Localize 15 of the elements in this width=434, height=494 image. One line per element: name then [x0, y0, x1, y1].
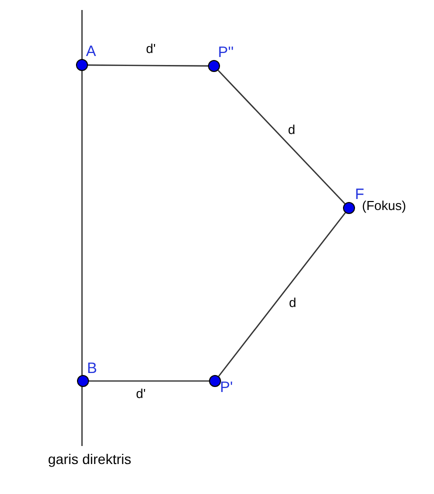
line-segment	[88, 64, 208, 67]
point-label: B	[87, 361, 98, 376]
edge-label: d	[287, 123, 296, 136]
line-caption: garis direktris	[48, 452, 132, 466]
edge-label: d'	[145, 42, 157, 55]
point-label: F	[355, 187, 364, 202]
line-segment	[218, 212, 346, 377]
point-label: P'	[220, 380, 233, 395]
point-label: A	[86, 44, 96, 59]
point-caption: (Fokus)	[362, 199, 406, 212]
line-segment	[89, 380, 209, 382]
line-segment	[218, 70, 346, 204]
point-label: P''	[218, 45, 234, 60]
edge-label: d	[288, 296, 298, 309]
edge-label: d'	[135, 387, 147, 400]
